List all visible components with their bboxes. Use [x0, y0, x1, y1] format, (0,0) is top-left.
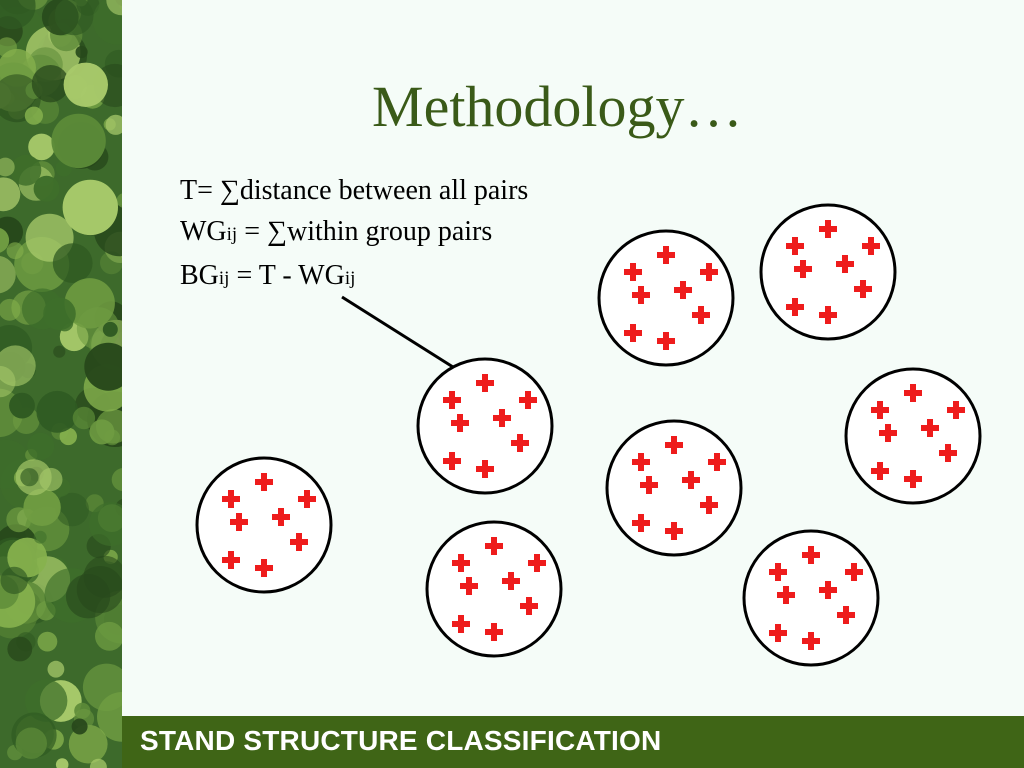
formula-wg-subscript: ij — [226, 224, 238, 245]
sample-point — [255, 559, 273, 577]
sample-point — [692, 306, 710, 324]
sample-point — [769, 624, 787, 642]
sample-point — [819, 581, 837, 599]
formula-total-text: T= ∑distance between all pairs — [180, 175, 529, 206]
sample-point — [904, 470, 922, 488]
grouping-diagram — [195, 203, 982, 667]
formula-block: T= ∑distance between all pairs WGij = ∑w… — [180, 170, 528, 299]
sample-point — [708, 453, 726, 471]
sample-point — [632, 453, 650, 471]
sample-point — [452, 554, 470, 572]
sample-point — [511, 434, 529, 452]
sample-point — [460, 577, 478, 595]
sample-point — [520, 597, 538, 615]
sample-point — [939, 444, 957, 462]
sample-point — [871, 462, 889, 480]
sample-point — [290, 533, 308, 551]
footer-bar: STAND STRUCTURE CLASSIFICATION — [122, 716, 1024, 768]
sample-point — [632, 286, 650, 304]
sample-point — [272, 508, 290, 526]
sample-point — [802, 632, 820, 650]
formula-bg-definition: = T - WG — [229, 260, 345, 291]
sample-point — [837, 606, 855, 624]
formula-total-distance: T= ∑distance between all pairs — [180, 170, 528, 211]
sample-point — [862, 237, 880, 255]
group-cluster — [425, 520, 563, 658]
formula-between-group: BGij = T - WGij — [180, 255, 528, 299]
sample-point — [657, 246, 675, 264]
group-cluster — [605, 419, 743, 557]
sample-point — [255, 473, 273, 491]
pointer-arrow — [341, 295, 474, 381]
sample-point — [786, 298, 804, 316]
sample-point — [845, 563, 863, 581]
sample-point — [665, 436, 683, 454]
sample-point — [769, 563, 787, 581]
group-cluster — [742, 529, 880, 667]
sample-point — [298, 490, 316, 508]
sample-point — [777, 586, 795, 604]
group-cluster — [416, 357, 554, 495]
group-cluster — [759, 203, 897, 341]
forest-canopy-image — [0, 0, 122, 768]
sample-point — [836, 255, 854, 273]
formula-bg-subscript: ij — [218, 268, 230, 289]
sample-point — [879, 424, 897, 442]
sample-point — [222, 551, 240, 569]
sample-point — [485, 623, 503, 641]
group-cluster — [844, 367, 982, 505]
sample-point — [485, 537, 503, 555]
sample-point — [452, 615, 470, 633]
sample-point — [502, 572, 520, 590]
sample-point — [657, 332, 675, 350]
sample-point — [904, 384, 922, 402]
sample-point — [230, 513, 248, 531]
sample-point — [700, 263, 718, 281]
formula-wg-definition: = ∑within group pairs — [237, 216, 493, 247]
sample-point — [519, 391, 537, 409]
sample-point — [624, 324, 642, 342]
sample-point — [682, 471, 700, 489]
formula-bg-wg-subscript: ij — [344, 268, 356, 289]
sample-point — [443, 391, 461, 409]
group-cluster — [597, 229, 735, 367]
sample-point — [640, 476, 658, 494]
formula-within-group: WGij = ∑within group pairs — [180, 211, 528, 255]
sample-point — [476, 460, 494, 478]
slide-title: Methodology… — [372, 74, 743, 139]
sample-point — [665, 522, 683, 540]
footer-text: STAND STRUCTURE CLASSIFICATION — [140, 725, 662, 756]
sample-point — [443, 452, 461, 470]
sample-point — [476, 374, 494, 392]
sample-point — [674, 281, 692, 299]
sample-point — [819, 220, 837, 238]
sample-point — [632, 514, 650, 532]
sample-point — [921, 419, 939, 437]
sample-point — [786, 237, 804, 255]
sample-point — [871, 401, 889, 419]
sample-point — [802, 546, 820, 564]
sample-point — [624, 263, 642, 281]
formula-bg-symbol: BG — [180, 260, 219, 291]
sample-point — [451, 414, 469, 432]
sample-point — [819, 306, 837, 324]
sample-point — [794, 260, 812, 278]
sample-point — [700, 496, 718, 514]
sample-point — [493, 409, 511, 427]
sample-point — [528, 554, 546, 572]
sample-point — [222, 490, 240, 508]
sample-point — [854, 280, 872, 298]
sample-point — [947, 401, 965, 419]
formula-wg-symbol: WG — [180, 216, 227, 247]
group-cluster — [195, 456, 333, 594]
